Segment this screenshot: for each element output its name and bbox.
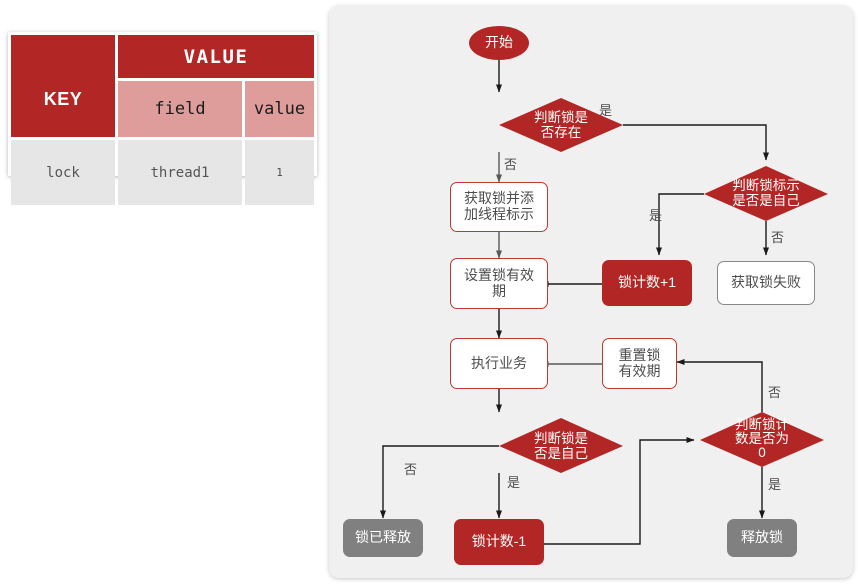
- table-header-key: KEY: [11, 35, 115, 137]
- node-acquire-lock[interactable]: 获取锁并添 加线程标示: [450, 182, 548, 232]
- diamond-is-self: [704, 166, 828, 221]
- edge-label-yes-lock-exists: 是: [599, 103, 613, 118]
- node-decide-is-self-2[interactable]: 判断锁是 否是自己: [534, 430, 588, 461]
- edge-label-yes-is-self-2: 是: [507, 475, 521, 490]
- table-cell-field: thread1: [118, 140, 242, 205]
- table-cell-key: lock: [11, 140, 115, 205]
- table-subheader-value: value: [245, 81, 314, 137]
- edge-label-no-lock-exists: 否: [504, 157, 518, 172]
- redis-key-value-table: KEY VALUE field value lock thread1 1: [8, 32, 317, 205]
- flowchart-panel: down to acquire --> right then down to i…: [329, 6, 853, 578]
- flowchart-connectors: down to acquire --> right then down to i…: [380, 60, 828, 545]
- diamond-counter-zero: [700, 412, 824, 467]
- node-set-lock-expire[interactable]: 设置锁有效 期: [450, 258, 548, 309]
- table-subheader-field: field: [118, 81, 242, 137]
- node-counter-decrement[interactable]: 锁计数-1: [454, 519, 544, 565]
- node-lock-released[interactable]: 锁已释放: [343, 519, 423, 557]
- table-header-value: VALUE: [118, 35, 314, 78]
- edge-label-yes-counter-zero: 是: [768, 477, 782, 492]
- node-release-lock[interactable]: 释放锁: [727, 519, 797, 557]
- edge-label-no-is-self: 否: [771, 230, 785, 245]
- node-decide-lock-exists[interactable]: 判断锁是 否存在: [534, 109, 588, 140]
- node-decide-is-self[interactable]: 判断锁标示 是否是自己: [732, 177, 800, 208]
- node-reset-lock-expire[interactable]: 重置锁 有效期: [602, 338, 677, 389]
- table-cell-value: 1: [245, 140, 314, 205]
- node-decide-counter-zero[interactable]: 判断锁计 数是否为 0: [735, 416, 789, 461]
- node-acquire-lock-failed[interactable]: 获取锁失败: [717, 261, 815, 305]
- node-counter-increment[interactable]: 锁计数+1: [602, 260, 692, 306]
- edge-label-yes-is-self: 是: [649, 208, 663, 223]
- node-do-business[interactable]: 执行业务: [450, 338, 548, 389]
- node-start[interactable]: 开始: [469, 26, 529, 60]
- diamond-lock-exists: [499, 98, 623, 152]
- edge-label-no-counter-zero: 否: [768, 385, 782, 400]
- diamond-is-self-2: [499, 418, 623, 473]
- edge-label-no-is-self-2: 否: [404, 462, 418, 477]
